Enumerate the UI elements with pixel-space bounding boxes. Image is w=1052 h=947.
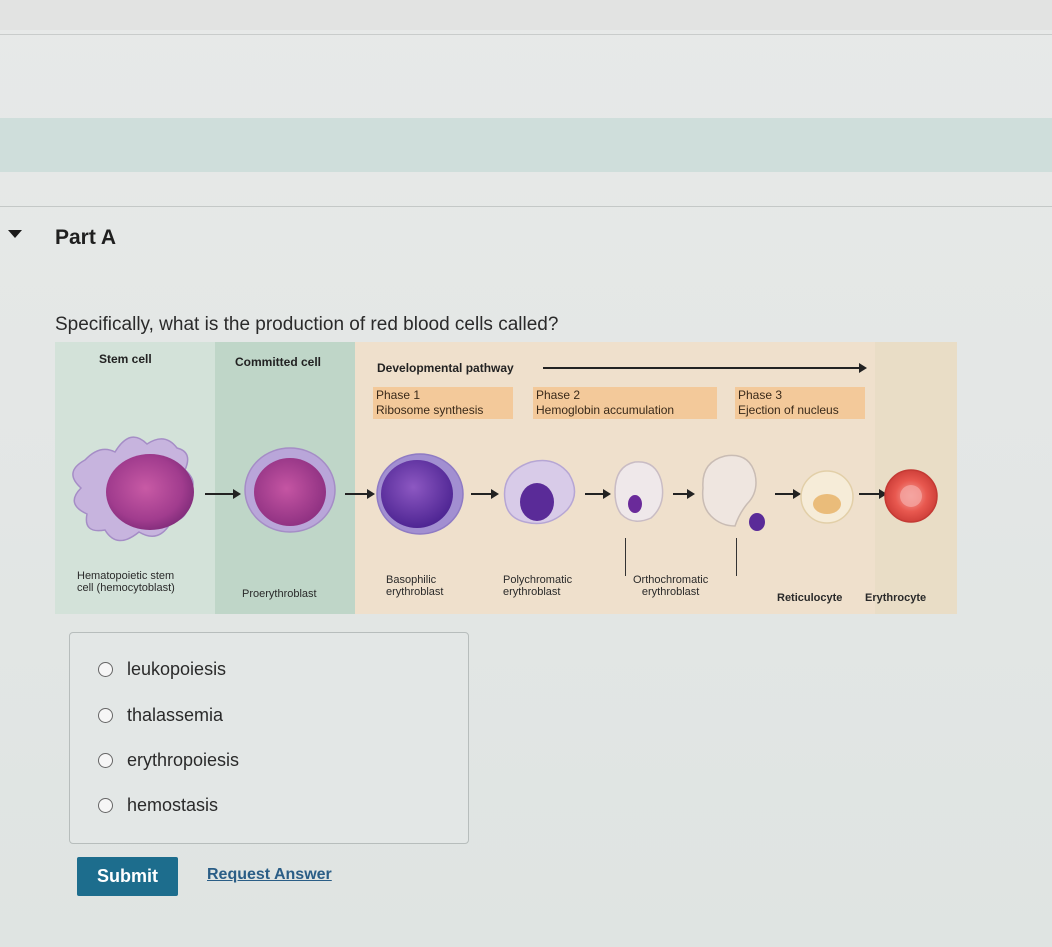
phase-3-box: Phase 3 Ejection of nucleus — [735, 387, 865, 419]
answer-options-box: leukopoiesis thalassemia erythropoiesis … — [69, 632, 469, 844]
phase-desc: Hemoglobin accumulation — [536, 403, 714, 418]
label-line: Reticulocyte — [777, 592, 842, 604]
label-erythrocyte: Erythrocyte — [865, 592, 926, 604]
option-thalassemia[interactable]: thalassemia — [98, 705, 223, 726]
label-line: Basophilic — [386, 574, 443, 586]
basophilic-erythroblast-nucleus — [381, 460, 453, 528]
cell-illustrations — [55, 422, 957, 562]
top-band — [0, 0, 1052, 30]
radio-button[interactable] — [98, 708, 113, 723]
label-proerythroblast: Proerythroblast — [242, 588, 317, 600]
question-text: Specifically, what is the production of … — [55, 314, 558, 336]
reticulocyte-granules — [813, 494, 841, 514]
part-collapse-toggle[interactable] — [8, 228, 22, 238]
label-line: erythroblast — [633, 586, 708, 598]
label-line: erythroblast — [386, 586, 443, 598]
option-erythropoiesis[interactable]: erythropoiesis — [98, 750, 239, 771]
ejecting-cell-shape — [703, 455, 756, 526]
label-hemocytoblast: Hematopoietic stem cell (hemocytoblast) — [77, 570, 175, 594]
request-answer-link[interactable]: Request Answer — [207, 866, 332, 884]
header-band — [0, 118, 1052, 172]
divider — [0, 34, 1052, 35]
phase-name: Phase 1 — [376, 388, 510, 403]
caret-down-icon — [8, 230, 22, 238]
bracket-right — [736, 538, 737, 576]
label-line: Orthochromatic — [633, 574, 708, 586]
label-polychromatic: Polychromatic erythroblast — [503, 574, 572, 598]
option-label: thalassemia — [127, 705, 223, 726]
orthochromatic-erythroblast-shape — [615, 462, 663, 521]
bracket-left — [625, 538, 626, 576]
phase-1-box: Phase 1 Ribosome synthesis — [373, 387, 513, 419]
erythropoiesis-figure: Stem cell Committed cell Developmental p… — [55, 342, 957, 614]
phase-2-box: Phase 2 Hemoglobin accumulation — [533, 387, 717, 419]
stem-cell-nucleus — [106, 454, 194, 530]
submit-button[interactable]: Submit — [77, 857, 178, 896]
option-label: erythropoiesis — [127, 750, 239, 771]
option-hemostasis[interactable]: hemostasis — [98, 795, 218, 816]
radio-button[interactable] — [98, 753, 113, 768]
label-basophilic: Basophilic erythroblast — [386, 574, 443, 598]
option-label: leukopoiesis — [127, 659, 226, 680]
proerythroblast-nucleus — [254, 458, 326, 526]
stem-cell-heading: Stem cell — [99, 352, 152, 366]
option-label: hemostasis — [127, 795, 218, 816]
orthochromatic-erythroblast-nucleus — [628, 495, 642, 513]
developmental-pathway-heading: Developmental pathway — [377, 361, 514, 375]
committed-cell-heading: Committed cell — [235, 355, 321, 369]
part-title: Part A — [55, 226, 116, 250]
label-line: cell (hemocytoblast) — [77, 582, 175, 594]
label-line: Hematopoietic stem — [77, 570, 175, 582]
polychromatic-erythroblast-nucleus — [520, 483, 554, 521]
phase-name: Phase 2 — [536, 388, 714, 403]
label-line: erythroblast — [503, 586, 572, 598]
label-orthochromatic: Orthochromatic erythroblast — [633, 574, 708, 598]
radio-button[interactable] — [98, 662, 113, 677]
label-reticulocyte: Reticulocyte — [777, 592, 842, 604]
divider — [0, 206, 1052, 207]
label-line: Polychromatic — [503, 574, 572, 586]
phase-desc: Ejection of nucleus — [738, 403, 862, 418]
phase-name: Phase 3 — [738, 388, 862, 403]
radio-button[interactable] — [98, 798, 113, 813]
ejected-nucleus — [749, 513, 765, 531]
phase-desc: Ribosome synthesis — [376, 403, 510, 418]
label-line: Erythrocyte — [865, 592, 926, 604]
option-leukopoiesis[interactable]: leukopoiesis — [98, 659, 226, 680]
erythrocyte-center — [900, 485, 922, 507]
label-line: Proerythroblast — [242, 588, 317, 600]
pathway-arrow — [543, 367, 865, 369]
